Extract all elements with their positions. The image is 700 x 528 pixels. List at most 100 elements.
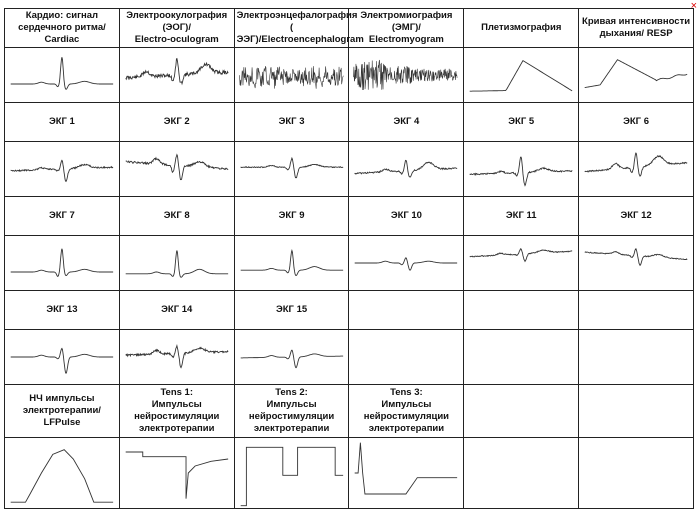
waveform-trace (126, 452, 228, 499)
cell-label: ЭКГ 14 (118, 290, 235, 330)
waveform-cell[interactable] (118, 47, 235, 103)
waveform-row (4, 437, 694, 509)
waveform-trace (11, 348, 113, 373)
waveform-plot (349, 48, 463, 102)
cell-label: ЭКГ 7 (4, 196, 120, 236)
waveform-plot (464, 142, 578, 196)
waveform-trace (355, 160, 457, 177)
waveform-plot (235, 330, 349, 384)
waveform-label: ЭКГ 7 (48, 210, 75, 221)
cell-label: ЭКГ 12 (578, 196, 694, 236)
waveform-label: Tens 1: Импульсы нейростимуляции электро… (134, 387, 220, 434)
waveform-label: ЭКГ 3 (278, 116, 305, 127)
cell-label: ЭКГ 4 (348, 102, 465, 142)
waveform-plot (349, 236, 463, 290)
waveform-label: НЧ импульсы электротерапии/ LFPulse (22, 393, 101, 428)
cell-label: ЭКГ 3 (233, 102, 350, 142)
waveform-plot (579, 236, 693, 290)
waveform-cell[interactable] (118, 141, 235, 197)
waveform-label: Tens 2: Импульсы нейростимуляции электро… (248, 387, 335, 434)
waveform-trace (126, 250, 228, 277)
close-icon[interactable]: × (690, 0, 697, 12)
waveform-label: ЭКГ 9 (278, 210, 305, 221)
waveform-cell[interactable] (118, 235, 235, 291)
waveform-plot (5, 330, 119, 384)
waveform-cell[interactable] (578, 47, 694, 103)
waveform-cell[interactable] (233, 329, 350, 385)
waveform-plot (464, 48, 578, 102)
cell-label: ЭКГ 2 (118, 102, 235, 142)
cell-label (463, 384, 580, 438)
waveform-plot (579, 48, 693, 102)
cell-label: ЭКГ 9 (233, 196, 350, 236)
waveform-label: Электроэнцефалография ( ЭЭГ)/Electroence… (236, 10, 364, 45)
waveform-label: Плетизмография (481, 22, 562, 33)
waveform-cell[interactable] (233, 47, 350, 103)
waveform-grid: Кардио: сигнал сердечного ритма/ Cardiac… (4, 8, 694, 509)
waveform-plot (5, 236, 119, 290)
waveform-trace (11, 450, 113, 503)
label-row: НЧ импульсы электротерапии/ LFPulse Tens … (4, 384, 694, 438)
waveform-label: Электроокулография (ЭОГ)/ Electro-oculog… (126, 10, 228, 45)
waveform-label: ЭКГ 4 (393, 116, 420, 127)
waveform-label: Tens 3: Импульсы нейростимуляции электро… (363, 387, 450, 434)
waveform-label: ЭКГ 5 (508, 116, 535, 127)
cell-label: ЭКГ 5 (463, 102, 580, 142)
waveform-plot (235, 142, 349, 196)
waveform-trace (470, 157, 572, 185)
waveform-trace (355, 443, 457, 494)
waveform-trace (354, 60, 458, 90)
empty-cell (463, 329, 580, 385)
cell-label: ЭКГ 11 (463, 196, 580, 236)
waveform-trace (355, 258, 457, 270)
waveform-plot (349, 142, 463, 196)
waveform-row (4, 47, 694, 103)
empty-cell (463, 437, 580, 509)
waveform-cell[interactable] (118, 437, 235, 509)
cell-label (463, 290, 580, 330)
waveform-label: ЭКГ 14 (161, 304, 193, 315)
waveform-cell[interactable] (463, 47, 580, 103)
waveform-plot (120, 438, 234, 508)
waveform-trace (240, 158, 342, 178)
waveform-label: Кривая интенсивности дыхания/ RESP (582, 16, 691, 39)
waveform-cell[interactable] (348, 47, 465, 103)
waveform-label: ЭКГ 8 (163, 210, 190, 221)
waveform-trace (126, 346, 228, 368)
waveform-cell[interactable] (4, 329, 120, 385)
empty-cell (578, 437, 694, 509)
cell-label: Электромиография (ЭМГ)/ Electromyogram (348, 8, 465, 48)
waveform-cell[interactable] (4, 235, 120, 291)
waveform-trace (126, 155, 228, 180)
waveform-cell[interactable] (348, 437, 465, 509)
waveform-cell[interactable] (4, 437, 120, 509)
waveform-cell[interactable] (348, 235, 465, 291)
waveform-row (4, 141, 694, 197)
empty-cell (578, 329, 694, 385)
waveform-cell[interactable] (463, 141, 580, 197)
waveform-plot (120, 330, 234, 384)
waveform-cell[interactable] (233, 235, 350, 291)
waveform-cell[interactable] (233, 437, 350, 509)
waveform-cell[interactable] (118, 329, 235, 385)
waveform-plot (5, 48, 119, 102)
waveform-cell[interactable] (348, 141, 465, 197)
waveform-plot (235, 48, 349, 102)
cell-label: Электроокулография (ЭОГ)/ Electro-oculog… (118, 8, 235, 48)
cell-label: Tens 2: Импульсы нейростимуляции электро… (233, 384, 350, 438)
waveform-cell[interactable] (4, 47, 120, 103)
empty-cell (348, 329, 465, 385)
waveform-cell[interactable] (233, 141, 350, 197)
waveform-cell[interactable] (578, 235, 694, 291)
waveform-label: ЭКГ 12 (620, 210, 652, 221)
waveform-plot (120, 236, 234, 290)
waveform-label: ЭКГ 11 (505, 210, 537, 221)
cell-label: ЭКГ 1 (4, 102, 120, 142)
cell-label: ЭКГ 13 (4, 290, 120, 330)
waveform-cell[interactable] (578, 141, 694, 197)
label-row: Кардио: сигнал сердечного ритма/ Cardiac… (4, 8, 694, 48)
waveform-cell[interactable] (4, 141, 120, 197)
waveform-cell[interactable] (463, 235, 580, 291)
